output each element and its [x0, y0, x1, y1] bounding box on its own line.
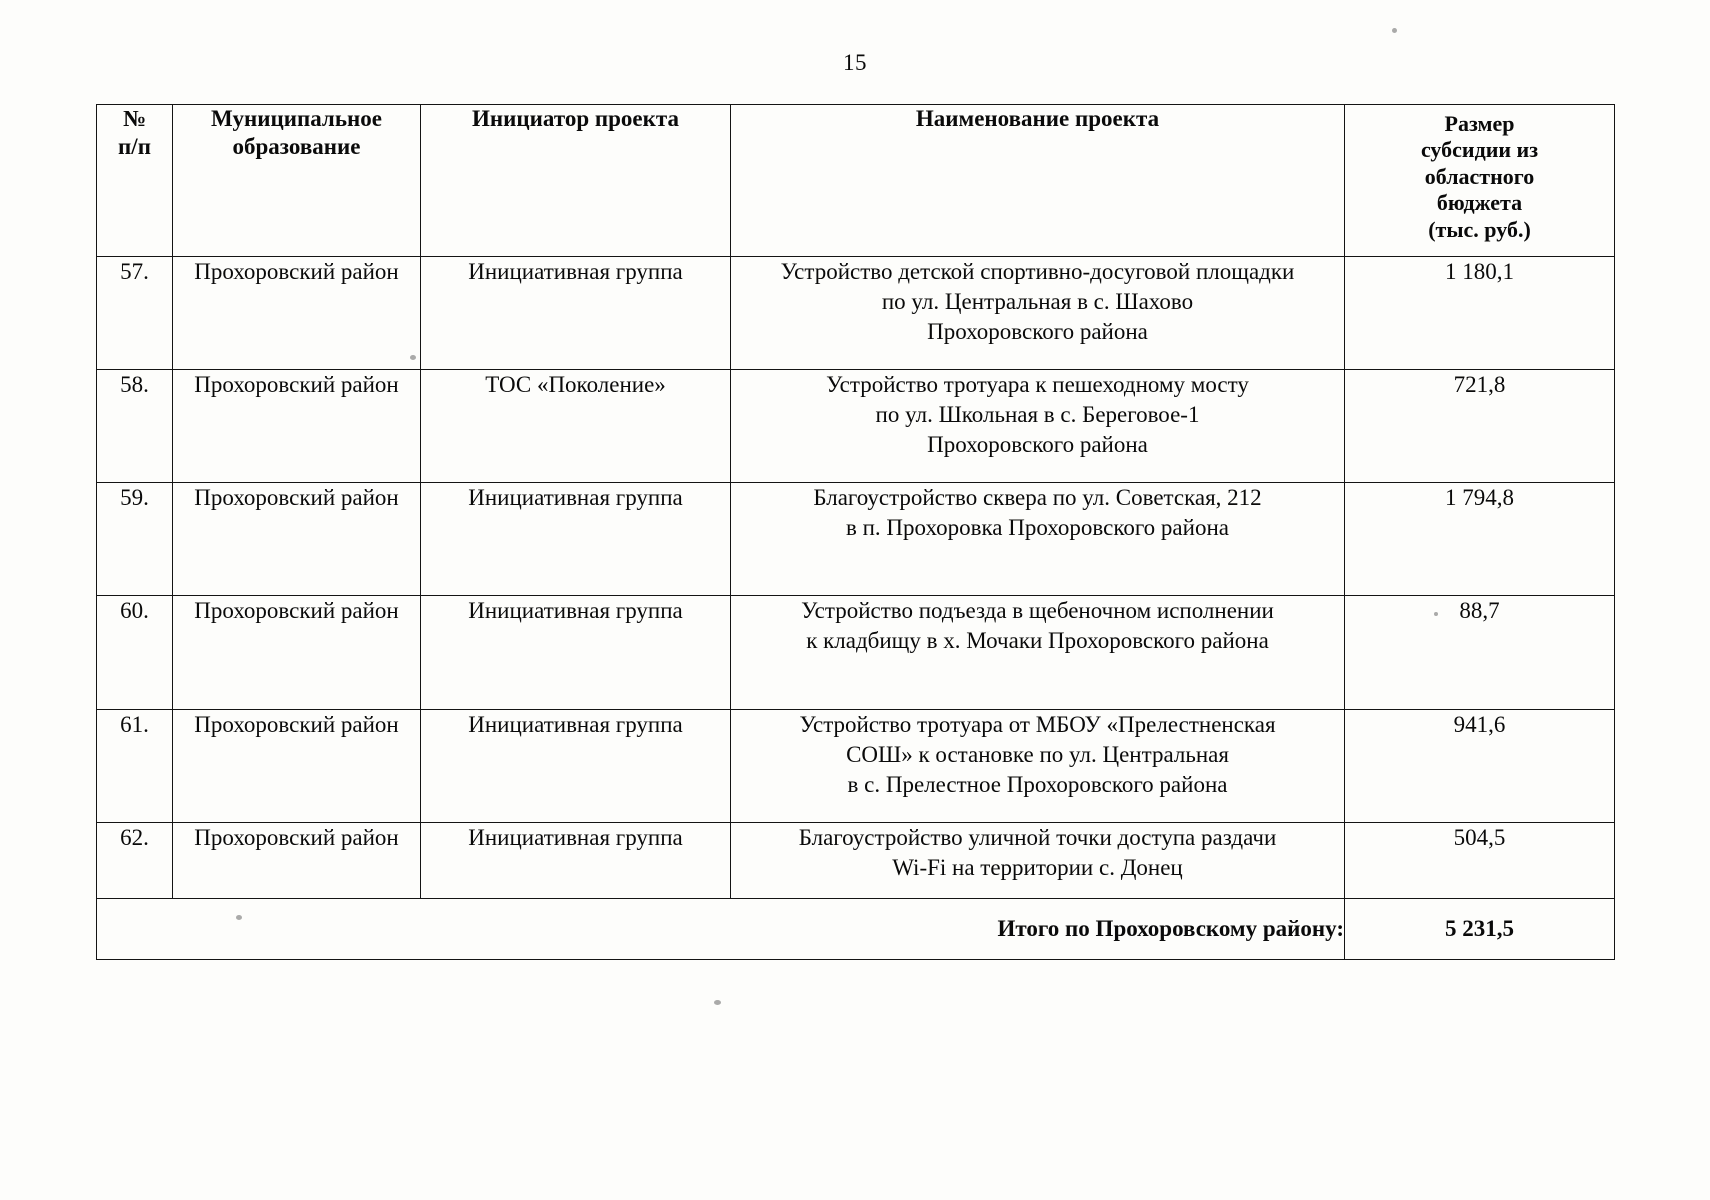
- row-subsidy: 504,5: [1344, 822, 1615, 899]
- scan-speck: [410, 355, 416, 360]
- table-row: 57. Прохоровский район Инициативная груп…: [96, 256, 1615, 370]
- table-header: № п/п Муниципальное образование Инициато…: [96, 104, 1615, 257]
- total-row: Итого по Прохоровскому району: 5 231,5: [96, 898, 1615, 960]
- table-row: 60. Прохоровский район Инициативная груп…: [96, 595, 1615, 710]
- row-initiator: Инициативная группа: [420, 709, 731, 823]
- project-line: в с. Прелестное Прохоровского района: [847, 771, 1228, 797]
- total-label: Итого по Прохоровскому району:: [96, 898, 1345, 960]
- column-header-number-line1: №: [122, 106, 147, 131]
- row-project: Благоустройство сквера по ул. Советская,…: [730, 482, 1345, 596]
- row-subsidy: 1 794,8: [1344, 482, 1615, 596]
- column-header-subsidy-line3: областного: [1424, 163, 1535, 189]
- project-line: Устройство тротуара к пешеходному мосту: [826, 372, 1249, 397]
- column-header-subsidy-line1: Размер: [1444, 111, 1515, 136]
- row-number: 62.: [96, 822, 173, 899]
- row-initiator: Инициативная группа: [420, 595, 731, 710]
- project-line: Прохоровского района: [927, 318, 1148, 344]
- project-line: Wi-Fi на территории с. Донец: [892, 854, 1183, 880]
- row-subsidy: 88,7: [1344, 595, 1615, 710]
- column-header-project: Наименование проекта: [730, 104, 1345, 257]
- row-number: 58.: [96, 369, 173, 483]
- column-header-number: № п/п: [96, 104, 173, 257]
- row-project: Устройство детской спортивно-досуговой п…: [730, 256, 1345, 370]
- row-number: 61.: [96, 709, 173, 823]
- project-line: Благоустройство уличной точки доступа ра…: [798, 825, 1277, 850]
- scan-speck: [236, 915, 242, 920]
- project-line: в п. Прохоровка Прохоровского района: [846, 514, 1229, 540]
- project-line: по ул. Школьная в с. Береговое-1: [875, 401, 1200, 427]
- project-line: по ул. Центральная в с. Шахово: [881, 288, 1194, 314]
- row-municipality: Прохоровский район: [172, 595, 421, 710]
- row-number: 59.: [96, 482, 173, 596]
- project-line: Устройство детской спортивно-досуговой п…: [780, 259, 1295, 284]
- scan-speck: [1392, 28, 1397, 33]
- row-municipality: Прохоровский район: [172, 256, 421, 370]
- project-line: Устройство подъезда в щебеночном исполне…: [801, 598, 1274, 623]
- row-municipality: Прохоровский район: [172, 822, 421, 899]
- table-row: 61. Прохоровский район Инициативная груп…: [96, 709, 1615, 823]
- project-line: СОШ» к остановке по ул. Центральная: [846, 741, 1229, 767]
- project-line: к кладбищу в х. Мочаки Прохоровского рай…: [806, 627, 1269, 653]
- subsidy-table: № п/п Муниципальное образование Инициато…: [96, 104, 1615, 960]
- column-header-subsidy-line5: (тыс. руб.): [1428, 216, 1531, 242]
- project-line: Устройство тротуара от МБОУ «Прелестненс…: [799, 712, 1276, 737]
- column-header-subsidy-line2: субсидии из: [1420, 137, 1539, 163]
- total-value: 5 231,5: [1344, 898, 1615, 960]
- scan-speck: [1434, 612, 1438, 616]
- table-row: 58. Прохоровский район ТОС «Поколение» У…: [96, 369, 1615, 483]
- row-subsidy: 941,6: [1344, 709, 1615, 823]
- table-row: 59. Прохоровский район Инициативная груп…: [96, 482, 1615, 596]
- column-header-number-line2: п/п: [118, 134, 151, 160]
- row-initiator: Инициативная группа: [420, 256, 731, 370]
- column-header-municipality-line2: образование: [232, 134, 361, 160]
- table-row: 62. Прохоровский район Инициативная груп…: [96, 822, 1615, 899]
- column-header-subsidy: Размер субсидии из областного бюджета (т…: [1344, 104, 1615, 257]
- project-line: Благоустройство сквера по ул. Советская,…: [813, 485, 1262, 510]
- row-initiator: Инициативная группа: [420, 482, 731, 596]
- row-subsidy: 721,8: [1344, 369, 1615, 483]
- row-municipality: Прохоровский район: [172, 369, 421, 483]
- row-number: 60.: [96, 595, 173, 710]
- project-line: Прохоровского района: [927, 431, 1148, 457]
- page-number: 15: [843, 50, 867, 75]
- row-subsidy: 1 180,1: [1344, 256, 1615, 370]
- column-header-initiator: Инициатор проекта: [420, 104, 731, 257]
- header-row: № п/п Муниципальное образование Инициато…: [96, 104, 1615, 257]
- row-initiator: ТОС «Поколение»: [420, 369, 731, 483]
- subsidy-table-container: № п/п Муниципальное образование Инициато…: [96, 104, 1615, 960]
- row-number: 57.: [96, 256, 173, 370]
- row-project: Устройство тротуара к пешеходному мосту …: [730, 369, 1345, 483]
- column-header-municipality-line1: Муниципальное: [211, 106, 382, 131]
- column-header-municipality: Муниципальное образование: [172, 104, 421, 257]
- row-initiator: Инициативная группа: [420, 822, 731, 899]
- row-project: Благоустройство уличной точки доступа ра…: [730, 822, 1345, 899]
- scan-speck: [714, 1000, 721, 1005]
- row-project: Устройство подъезда в щебеночном исполне…: [730, 595, 1345, 710]
- table-body: 57. Прохоровский район Инициативная груп…: [96, 256, 1615, 960]
- row-project: Устройство тротуара от МБОУ «Прелестненс…: [730, 709, 1345, 823]
- column-header-subsidy-line4: бюджета: [1436, 190, 1523, 216]
- row-municipality: Прохоровский район: [172, 709, 421, 823]
- row-municipality: Прохоровский район: [172, 482, 421, 596]
